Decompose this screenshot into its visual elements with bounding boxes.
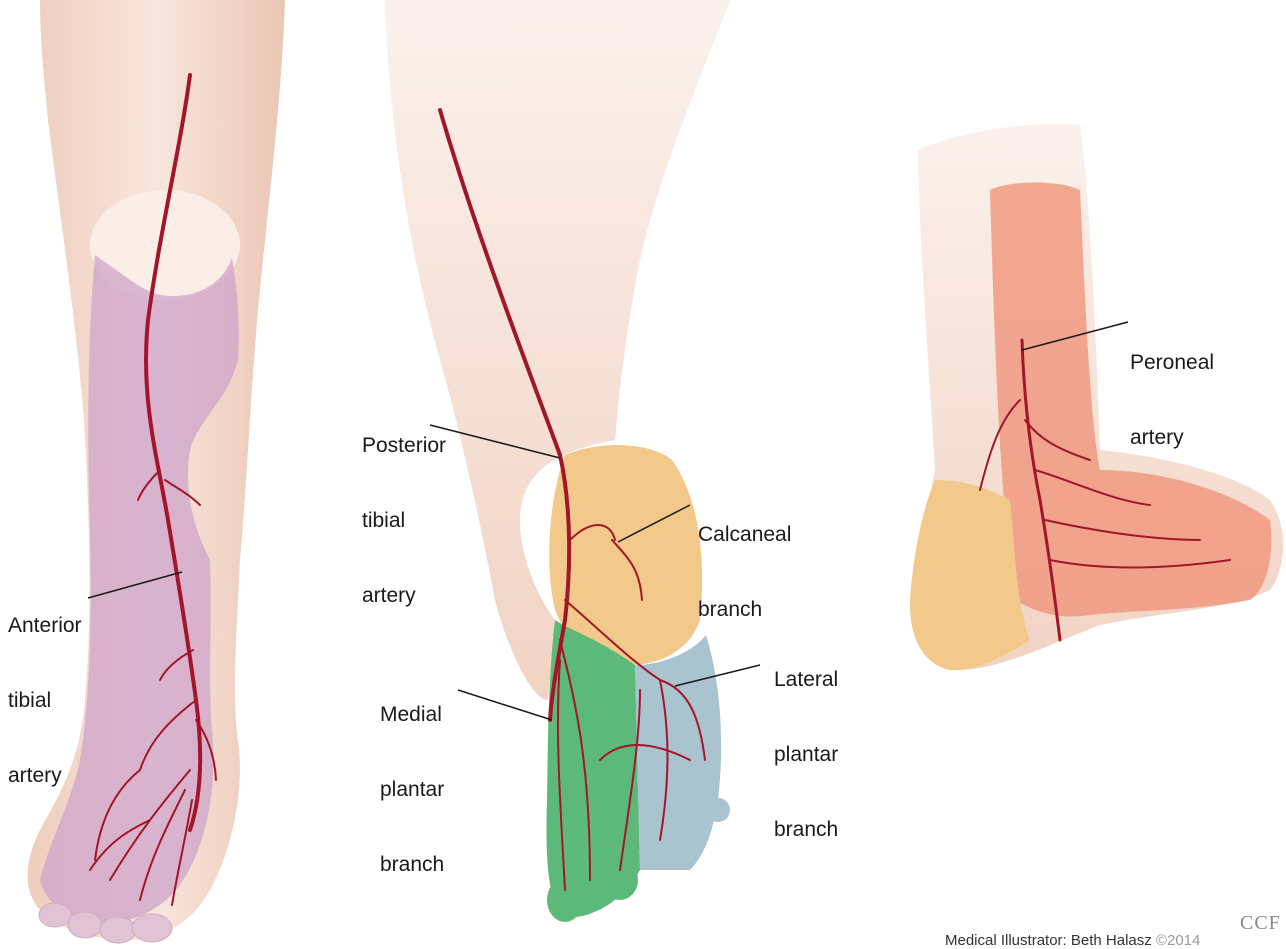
ccf-watermark: CCF	[1240, 912, 1281, 935]
label-line: artery	[362, 583, 446, 608]
label-line: plantar	[774, 742, 838, 767]
label-line: branch	[774, 817, 838, 842]
label-line: tibial	[8, 688, 82, 713]
credit-text: Medical Illustrator: Beth Halasz	[945, 932, 1152, 949]
label-line: branch	[380, 852, 444, 877]
label-line: Posterior	[362, 433, 446, 458]
label-line: Anterior	[8, 613, 82, 638]
label-line: Medial	[380, 702, 444, 727]
label-line: Lateral	[774, 667, 838, 692]
label-medial-plantar-branch: Medial plantar branch	[380, 652, 444, 902]
label-anterior-tibial-artery: Anterior tibial artery	[8, 563, 82, 813]
lateral-ankle-figure	[910, 124, 1283, 670]
label-peroneal-artery: Peroneal artery	[1130, 300, 1214, 475]
label-line: artery	[1130, 425, 1214, 450]
label-posterior-tibial-artery: Posterior tibial artery	[362, 383, 446, 633]
credit-year: ©2014	[1156, 932, 1200, 949]
illustrator-credit: Medical Illustrator: Beth Halasz ©2014	[945, 932, 1200, 949]
label-line: artery	[8, 763, 82, 788]
label-line: Peroneal	[1130, 350, 1214, 375]
label-line: tibial	[362, 508, 446, 533]
label-line: plantar	[380, 777, 444, 802]
label-lateral-plantar-branch: Lateral plantar branch	[774, 617, 838, 867]
label-line: Calcaneal	[698, 522, 791, 547]
